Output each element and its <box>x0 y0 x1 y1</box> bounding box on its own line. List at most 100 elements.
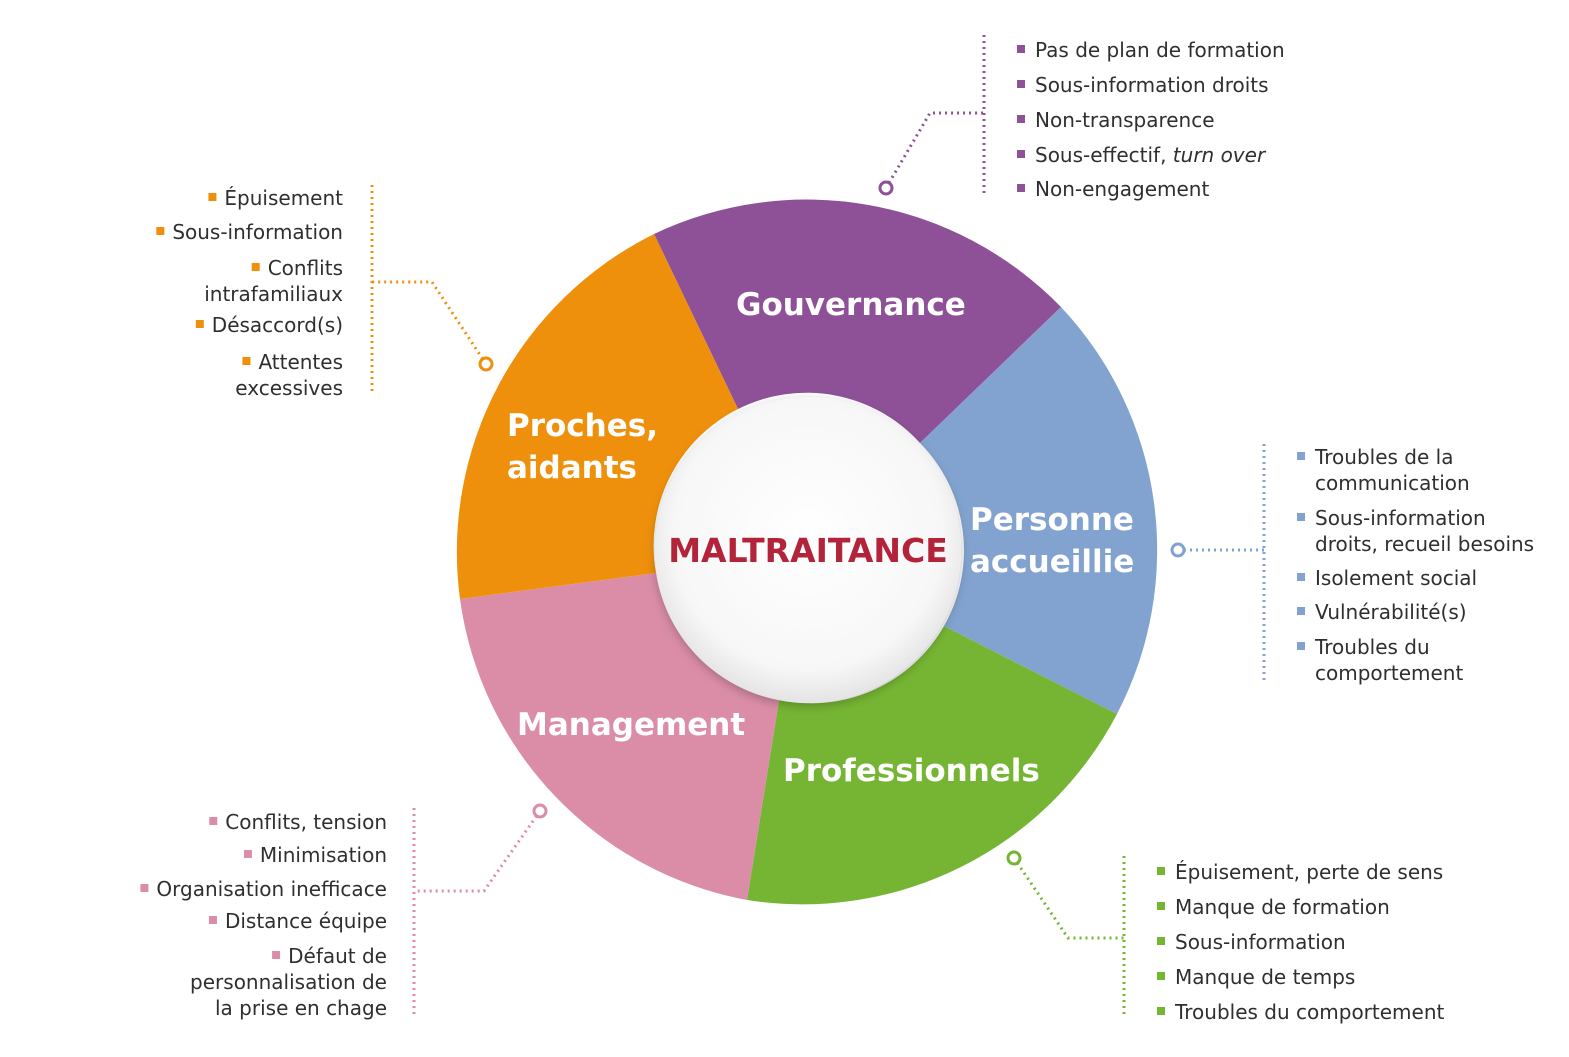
list-item-text: la prise en chage <box>215 996 387 1020</box>
list-item-text: Sous-information <box>1315 506 1486 530</box>
bullet-icon <box>1017 80 1025 88</box>
list-item-text: Épuisement <box>224 186 343 210</box>
list-item: Manque de formation <box>1175 895 1390 919</box>
list-item: Sous-information droits <box>1035 73 1269 97</box>
ring <box>456 199 1158 905</box>
list-item-text: Sous-information droits <box>1035 73 1269 97</box>
list-item: Distance équipe <box>225 909 387 933</box>
list-item-text: Défaut de <box>288 944 387 968</box>
connector-dot-professionnels <box>1006 850 1022 866</box>
item-list-gouvernance: Pas de plan de formationSous-information… <box>1017 38 1285 201</box>
list-item-text: Isolement social <box>1315 566 1477 590</box>
connector-dot-personne <box>1170 542 1186 558</box>
segment-label-line: Gouvernance <box>736 287 966 323</box>
bullet-icon <box>243 850 252 858</box>
list-item: Désaccord(s) <box>212 313 343 337</box>
connector-line-professionnels <box>1012 857 1124 940</box>
bullet-icon <box>1297 573 1305 581</box>
list-item: Conflits, tension <box>225 810 387 834</box>
list-item-text: communication <box>1315 471 1470 495</box>
bullet-icon <box>1017 45 1025 53</box>
segment-label-professionnels: Professionnels <box>783 753 1040 789</box>
list-item-text: Troubles du <box>1314 635 1430 659</box>
segment-label-gouvernance: Gouvernance <box>736 287 966 323</box>
list-item-text: excessives <box>235 376 343 400</box>
list-item: Sous-effectif, turn over <box>1035 143 1267 167</box>
list-item-text-italic: turn over <box>1173 143 1267 167</box>
list-item: Pas de plan de formation <box>1035 38 1285 62</box>
segment-label-line: accueillie <box>970 544 1134 580</box>
segment-label-proches: Proches, aidants <box>507 408 658 486</box>
list-item-text: comportement <box>1315 661 1463 685</box>
list-item-text: personnalisation de <box>190 970 387 994</box>
list-item-text: Épuisement, perte de sens <box>1175 860 1443 884</box>
connector-line-management <box>414 810 542 893</box>
list-item-text: Troubles du comportement <box>1174 1000 1445 1024</box>
connector-dot-proches <box>478 356 494 372</box>
bullet-icon <box>272 951 281 959</box>
segment-proches <box>456 234 738 599</box>
list-item-text: Désaccord(s) <box>212 313 343 337</box>
list-item: Isolement social <box>1315 566 1477 590</box>
segment-gouvernance <box>654 199 1061 443</box>
segment-label-line: aidants <box>507 450 637 486</box>
connector-dot-gouvernance <box>878 180 894 196</box>
segment-personne <box>920 307 1158 714</box>
list-item-text: Pas de plan de formation <box>1035 38 1285 62</box>
bullet-icon <box>1157 972 1165 980</box>
connectors <box>370 35 1266 1018</box>
list-item-text: Sous-effectif, <box>1035 143 1173 167</box>
segment-management <box>460 573 779 900</box>
list-item-text: Distance équipe <box>225 909 387 933</box>
item-lists: Pas de plan de formationSous-information… <box>140 38 1534 1024</box>
bullet-icon <box>1017 150 1025 158</box>
bullet-icon <box>1297 513 1305 521</box>
bullet-icon <box>209 817 218 825</box>
item-list-management: Conflits, tensionMinimisationOrganisatio… <box>140 810 387 1020</box>
list-item: Sous-information <box>1175 930 1346 954</box>
list-item: Minimisation <box>260 843 387 867</box>
list-item-text: intrafamiliaux <box>204 282 343 306</box>
list-item: Troubles du comportement <box>1174 1000 1445 1024</box>
bullet-icon <box>242 357 251 365</box>
list-item: Vulnérabilité(s) <box>1315 600 1467 624</box>
list-item: Organisation inefficace <box>156 877 387 901</box>
segment-label-line: Proches, <box>507 408 658 444</box>
bullet-icon <box>1157 1007 1165 1015</box>
list-item-text: droits, recueil besoins <box>1315 532 1534 556</box>
bullet-icon <box>1297 452 1305 460</box>
bullet-icon <box>195 320 204 328</box>
segment-label-line: Management <box>517 707 745 743</box>
bullet-icon <box>1017 184 1025 192</box>
segment-label-line: Personne <box>970 502 1134 538</box>
list-item-text: Non-engagement <box>1035 177 1209 201</box>
list-item-text: Conflits, tension <box>225 810 387 834</box>
list-item-text: Manque de temps <box>1175 965 1355 989</box>
bullet-icon <box>208 916 217 924</box>
connector-dot-management <box>532 803 548 819</box>
connector-line-proches <box>372 280 488 365</box>
bullet-icon <box>1017 115 1025 123</box>
list-item-text: Vulnérabilité(s) <box>1315 600 1467 624</box>
list-item: Épuisement <box>224 186 343 210</box>
bullet-icon <box>208 193 217 201</box>
segment-label-management: Management <box>517 707 745 743</box>
list-item-text: Non-transparence <box>1035 108 1215 132</box>
list-item-text: Sous-information <box>172 220 343 244</box>
list-item-text: Attentes <box>258 350 343 374</box>
segment-label-line: Professionnels <box>783 753 1040 789</box>
list-item-text: Sous-information <box>1175 930 1346 954</box>
bullet-icon <box>156 227 165 235</box>
bullet-icon <box>1297 642 1305 650</box>
